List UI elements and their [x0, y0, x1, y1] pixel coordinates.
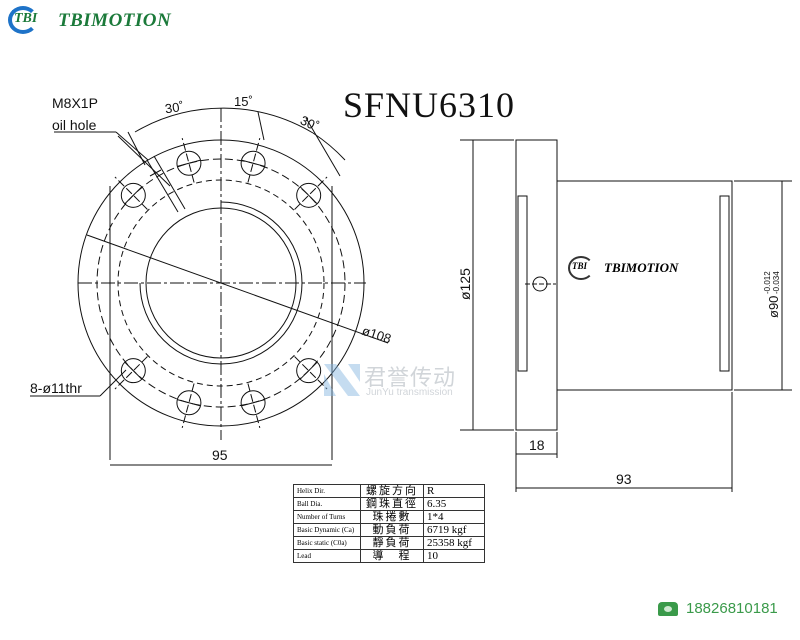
bolt-circle [96, 158, 346, 408]
spec-cn: 鋼珠直徑 [360, 497, 424, 511]
phone-icon [658, 601, 678, 616]
watermark-en: JunYu transmission [366, 387, 453, 398]
mounting-holes [114, 137, 328, 429]
spec-cn: 導 程 [360, 549, 424, 563]
mounting-hole [240, 150, 266, 176]
hole-crossline [299, 186, 318, 205]
spec-cn: 螺旋方向 [360, 484, 424, 498]
hole-centerline [181, 137, 195, 183]
mounting-hole [120, 182, 146, 208]
hole-crossline [241, 399, 265, 407]
mounting-hole [296, 358, 322, 384]
hole-centerline [114, 176, 148, 210]
mounting-hole [120, 358, 146, 384]
watermark-cn: 君誉传动 [364, 365, 457, 390]
angle-left-label: 30˚ [164, 99, 185, 116]
hole-centerline [294, 176, 328, 210]
flange-dia-label: ø125 [457, 268, 473, 300]
hole-centerline [294, 356, 328, 390]
spec-cn: 珠捲數 [360, 510, 424, 524]
logo-name-text: TBIMOTION [58, 10, 172, 31]
hole-crossline [241, 159, 265, 167]
junyu-logo-icon [324, 364, 360, 396]
mounting-hole [176, 150, 202, 176]
part-number-title: SFNU6310 [343, 85, 516, 125]
spec-en: Basic Dynamic (Ca) [293, 523, 361, 537]
body-hidden-circle [117, 179, 325, 387]
mounting-hole [176, 390, 202, 416]
spec-value: 25358 kgf [423, 536, 485, 550]
spec-value: 10 [423, 549, 485, 563]
hole-centerline [247, 383, 261, 429]
logo-ring-icon [8, 6, 38, 34]
length-label: 93 [616, 471, 632, 487]
spec-value: 1*4 [423, 510, 485, 524]
spec-value: 6719 kgf [423, 523, 485, 537]
oil-hole-label: oil hole [52, 117, 97, 133]
spec-en: Helix Dir. [293, 484, 361, 498]
mounting-hole [240, 390, 266, 416]
side-logo-name: TBIMOTION [604, 260, 679, 275]
spec-en: Ball Dia. [293, 497, 361, 511]
spec-value: R [423, 484, 485, 498]
logo-mark-text: TBI [14, 11, 38, 26]
contact-phone[interactable]: 18826810181 [658, 600, 778, 617]
front-view: M8X1P oil hole 30˚ 15˚ 30˚ ø108 8-ø11thr… [30, 94, 393, 466]
spec-en: Number of Turns [293, 510, 361, 524]
bore-circle [145, 207, 297, 359]
holes-label: 8-ø11thr [30, 380, 82, 396]
pcd-label: ø108 [360, 323, 393, 346]
spec-value: 6.35 [423, 497, 485, 511]
slot-right [719, 195, 730, 372]
watermark: 君誉传动 JunYu transmission [322, 362, 455, 403]
mounting-hole [296, 182, 322, 208]
logo-ring-icon [568, 256, 594, 280]
hole-centerline [247, 137, 261, 183]
hole-crossline [177, 399, 201, 407]
body-dia-label: ø90 [766, 296, 781, 318]
flange-profile [515, 139, 558, 431]
side-logo-mark: TBI [572, 261, 588, 271]
flange-thk-label: 18 [529, 437, 545, 453]
spec-cn: 動負荷 [360, 523, 424, 537]
oil-hole-thread-label: M8X1P [52, 95, 98, 111]
hole-crossline [124, 361, 143, 380]
tbi-logo: TBI TBIMOTION [8, 6, 188, 36]
hole-crossline [299, 361, 318, 380]
hole-crossline [124, 186, 143, 205]
body-profile [556, 180, 733, 391]
angle-mid-label: 15˚ [234, 94, 253, 109]
hole-centerline [114, 356, 148, 390]
flange-outer-circle [77, 139, 365, 427]
side-view: ø125 ø90 -0.012 -0.034 18 93 [457, 139, 792, 492]
oil-hole [117, 135, 186, 213]
spec-en: Lead [293, 549, 361, 563]
pcd-leader [86, 234, 389, 344]
spec-en: Basic static (C0a) [293, 536, 361, 550]
angle-right-label: 30˚ [298, 113, 321, 135]
hole-crossline [177, 159, 201, 167]
body-tol-upper: -0.012 [763, 271, 772, 294]
width-label: 95 [212, 447, 228, 463]
hole-centerline [181, 383, 195, 429]
spec-cn: 靜負荷 [360, 536, 424, 550]
phone-number: 18826810181 [686, 600, 778, 617]
angle-dim-arc [134, 107, 314, 134]
body-tol-lower: -0.034 [772, 271, 781, 294]
return-arc [139, 201, 303, 365]
